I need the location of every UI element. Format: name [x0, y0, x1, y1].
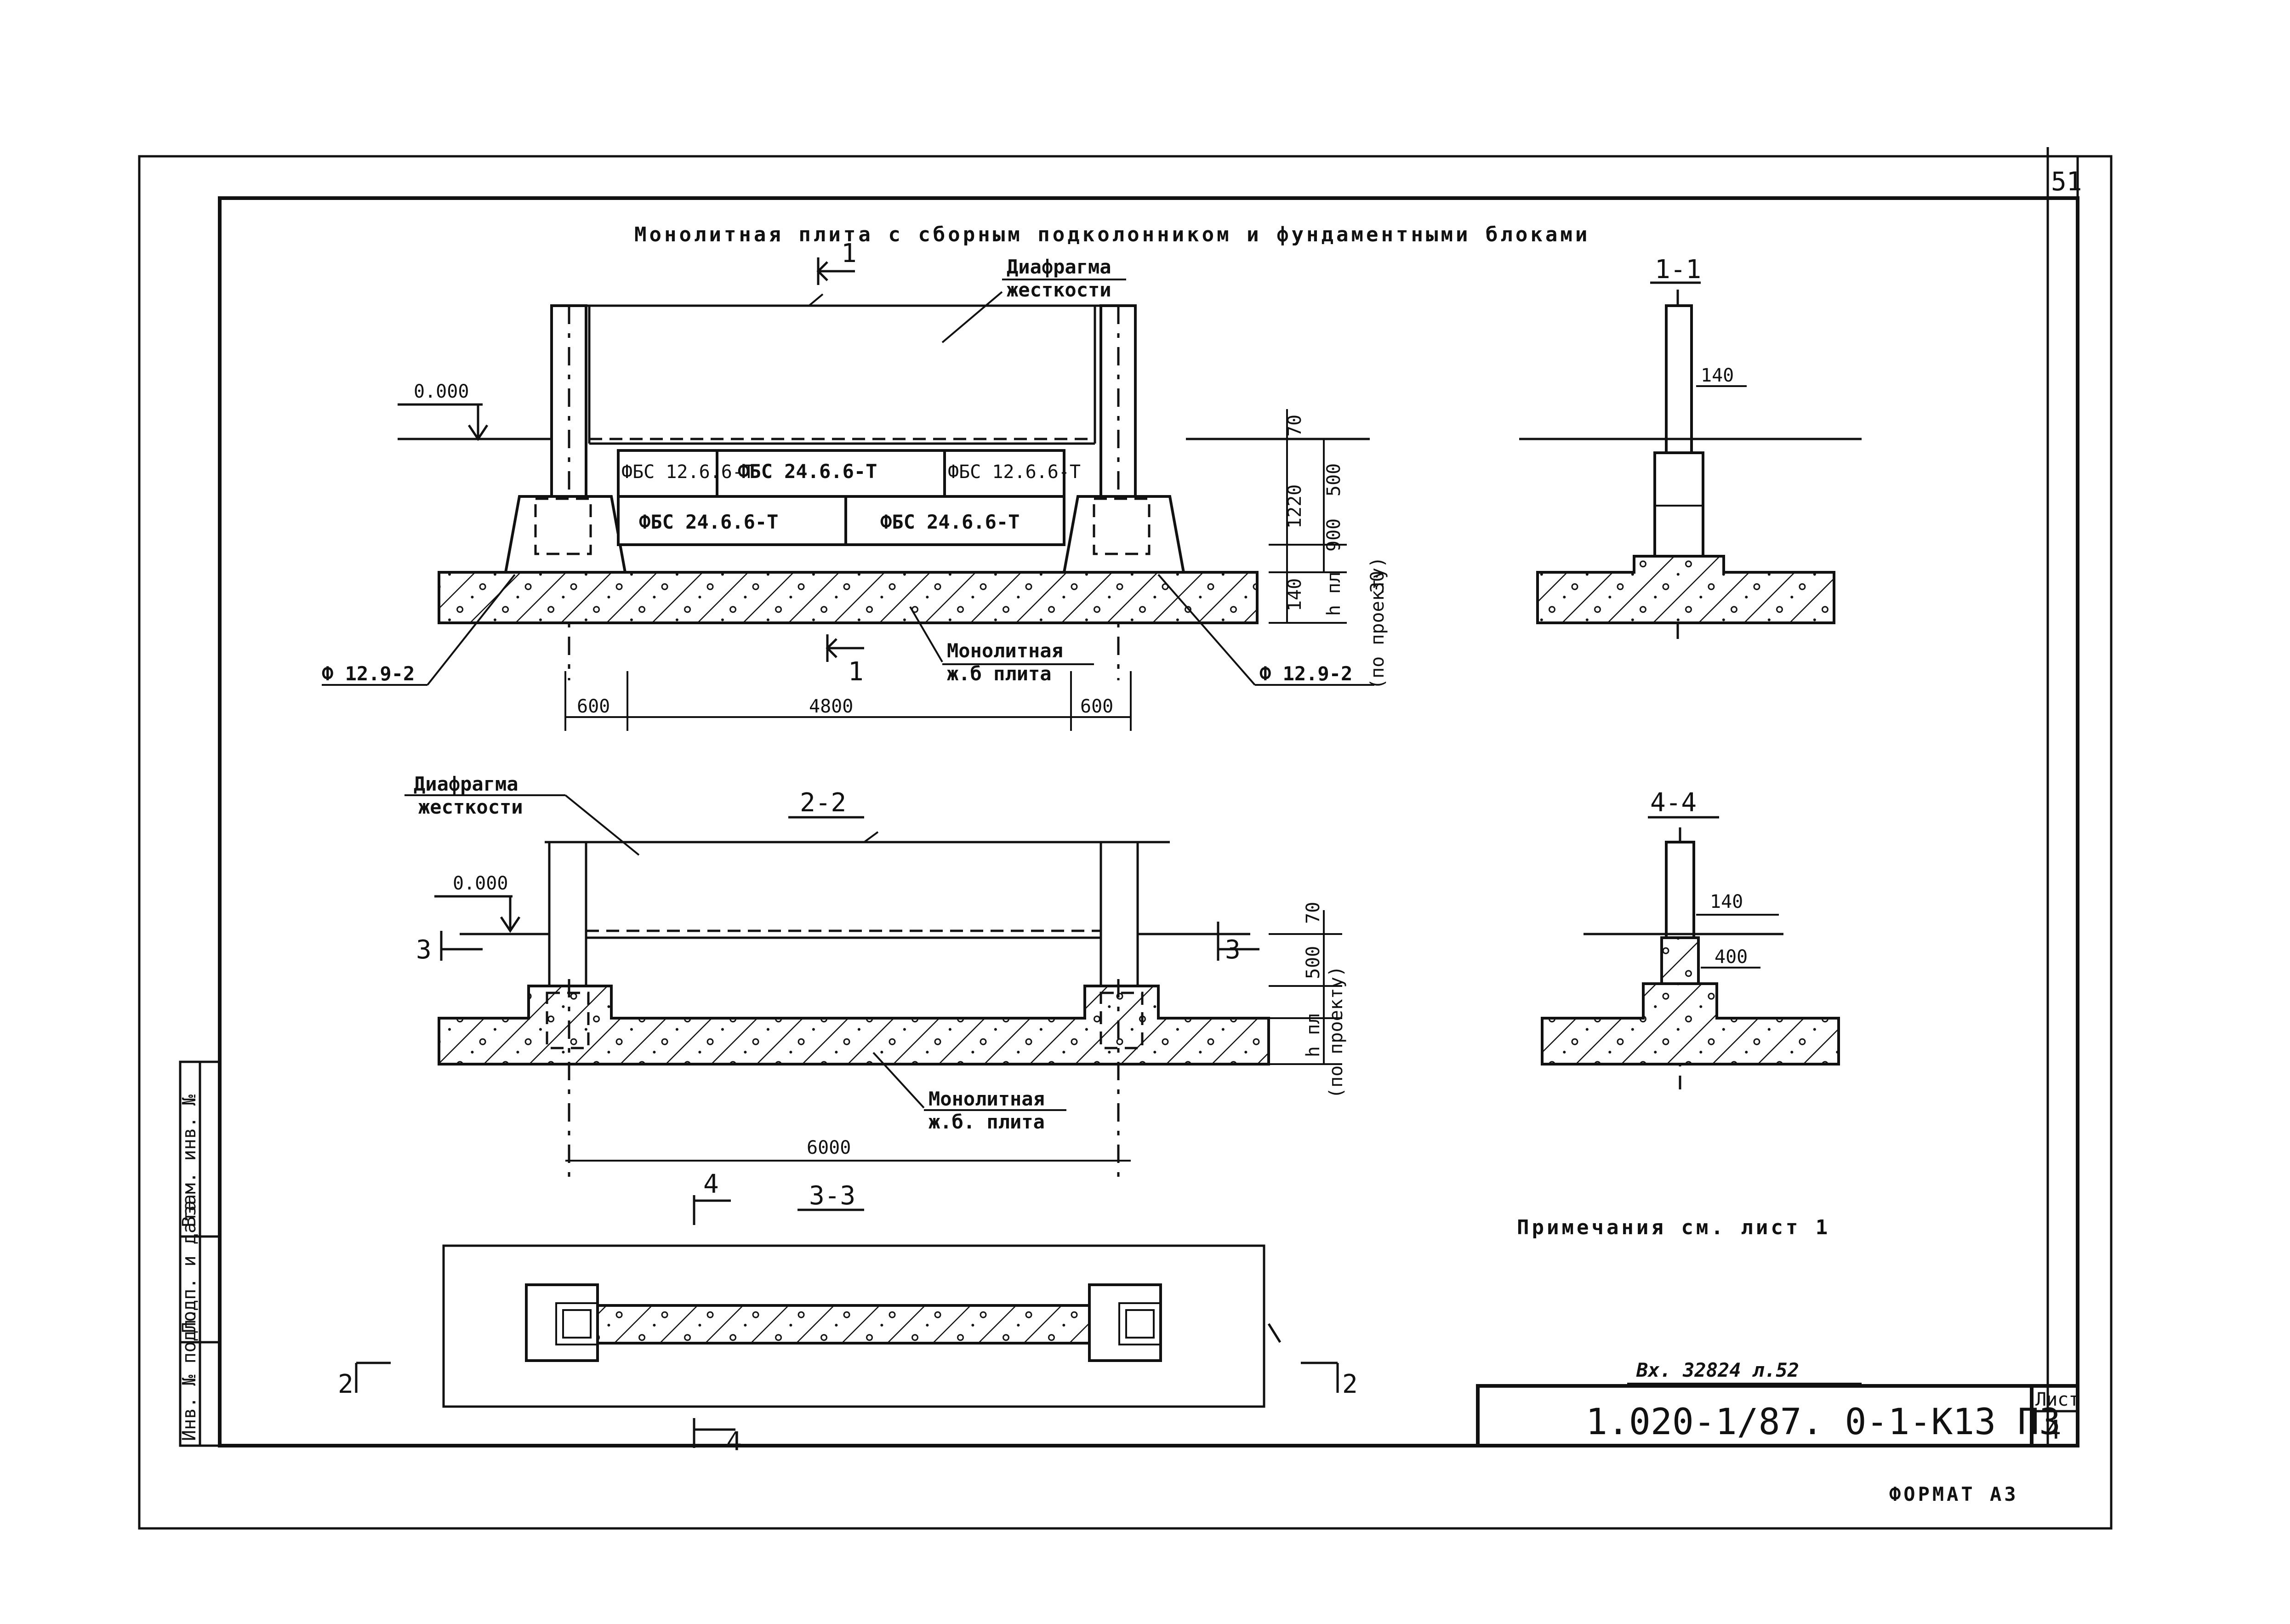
side-label-1: Инв. № подл.	[179, 1308, 200, 1441]
side-label-2: Подп. и дата	[179, 1200, 200, 1333]
section-2-2-title: 2-2	[800, 788, 846, 818]
side-strip: Инв. № подл. Подп. и дата Взам. инв. №	[179, 1060, 221, 1447]
section-4-4-dim-1: 140	[1710, 891, 1743, 912]
outer-frame	[138, 155, 2113, 1530]
slab-label-2-1: Монолитная	[929, 1088, 1045, 1110]
section-2-2: 2-2 Диафрагма жесткости 0.000 3 3	[404, 773, 1347, 1177]
section-mark-3-left: 3	[416, 935, 432, 965]
section-mark-bottom: 1	[848, 657, 864, 687]
section-mark-4-bottom: 4	[726, 1427, 742, 1457]
diaphragm-label-1: Диафрагма	[1007, 256, 1111, 278]
page-number-box	[2046, 155, 2079, 199]
section-mark-4-top: 4	[703, 1169, 719, 1199]
section-4-4: 4-4 140 400	[1541, 788, 1840, 1089]
dim-hpl-2: h пл	[1303, 1013, 1324, 1057]
footing-right-label: Ф 12.9-2	[1259, 662, 1352, 685]
dim-1220: 1220	[1284, 484, 1305, 529]
dim-project-2: (по проекту)	[1326, 966, 1347, 1099]
page-number: 51	[2051, 167, 2082, 197]
side-label-3: Взам. инв. №	[179, 1094, 200, 1227]
main-elevation: 0.000 Диафрагма жесткости 1 Ф	[322, 239, 1388, 731]
sheet-label: Лист	[2035, 1389, 2079, 1410]
sheet-number: 4	[2045, 1415, 2061, 1445]
format-label: ФОРМАТ А3	[1889, 1483, 2019, 1505]
section-4-4-dim-2: 400	[1715, 946, 1748, 968]
stamp-code: 1.020-1/87. 0-1-К13 П3	[1586, 1402, 2061, 1443]
notes-reference: Примечания см. лист 1	[1517, 1216, 1830, 1239]
dim-4800: 4800	[809, 696, 853, 717]
block-3: ФБС 12.6.6-Т	[948, 462, 1081, 483]
dim-70: 70	[1284, 415, 1305, 437]
footing-left-label: Ф 12.9-2	[322, 662, 415, 685]
dim-30: 30	[1367, 571, 1388, 593]
dim-140: 140	[1284, 578, 1305, 611]
section-3-3-title: 3-3	[809, 1181, 855, 1211]
dim-project: (по проекту)	[1367, 557, 1388, 689]
dim-900: 900	[1323, 519, 1344, 552]
block-1: ФБС 12.6.6-Т	[621, 462, 754, 483]
dim-70-2: 70	[1303, 902, 1324, 924]
slab-label-2-2: ж.б. плита	[929, 1111, 1045, 1133]
diaphragm-label-2: жесткости	[1007, 279, 1111, 301]
section-mark-3-right: 3	[1225, 935, 1241, 965]
dim-600-left: 600	[577, 696, 610, 717]
dim-6000: 6000	[807, 1137, 851, 1158]
dim-hpl: h пл	[1323, 572, 1344, 616]
slab-label-1: Монолитная	[947, 639, 1063, 662]
diaphragm-label-2-1: Диафрагма	[414, 773, 518, 795]
section-mark-2-right: 2	[1342, 1369, 1358, 1399]
block-2: ФБС 24.6.6-Т	[738, 460, 877, 483]
level-label-2: 0.000	[453, 873, 508, 894]
section-1-1-title: 1-1	[1655, 255, 1701, 285]
title-block: Вх. 32824 л.52 1.020-1/87. 0-1-К13 П3 Ли…	[1476, 1359, 2079, 1505]
section-1-1: 1-1 140	[1519, 255, 1862, 639]
inventory-note: Вх. 32824 л.52	[1636, 1359, 1799, 1381]
section-1-1-dim: 140	[1701, 365, 1734, 386]
slab-label-2: ж.б плита	[947, 662, 1052, 685]
dim-500-2: 500	[1303, 946, 1324, 979]
section-mark-2-left: 2	[338, 1369, 353, 1399]
block-5: ФБС 24.6.6-Т	[880, 511, 1020, 533]
section-4-4-title: 4-4	[1650, 788, 1697, 818]
block-4: ФБС 24.6.6-Т	[639, 511, 778, 533]
diaphragm-label-2-2: жесткости	[418, 796, 523, 818]
level-label: 0.000	[414, 381, 469, 402]
dim-500: 500	[1323, 463, 1344, 496]
drawing-title: Монолитная плита с сборным подколонником…	[634, 223, 1590, 246]
section-mark-top: 1	[841, 239, 857, 268]
dim-600-right: 600	[1080, 696, 1113, 717]
inner-frame	[218, 196, 2079, 1447]
section-3-3: 3-3 4 2 2 4	[338, 1169, 1358, 1457]
